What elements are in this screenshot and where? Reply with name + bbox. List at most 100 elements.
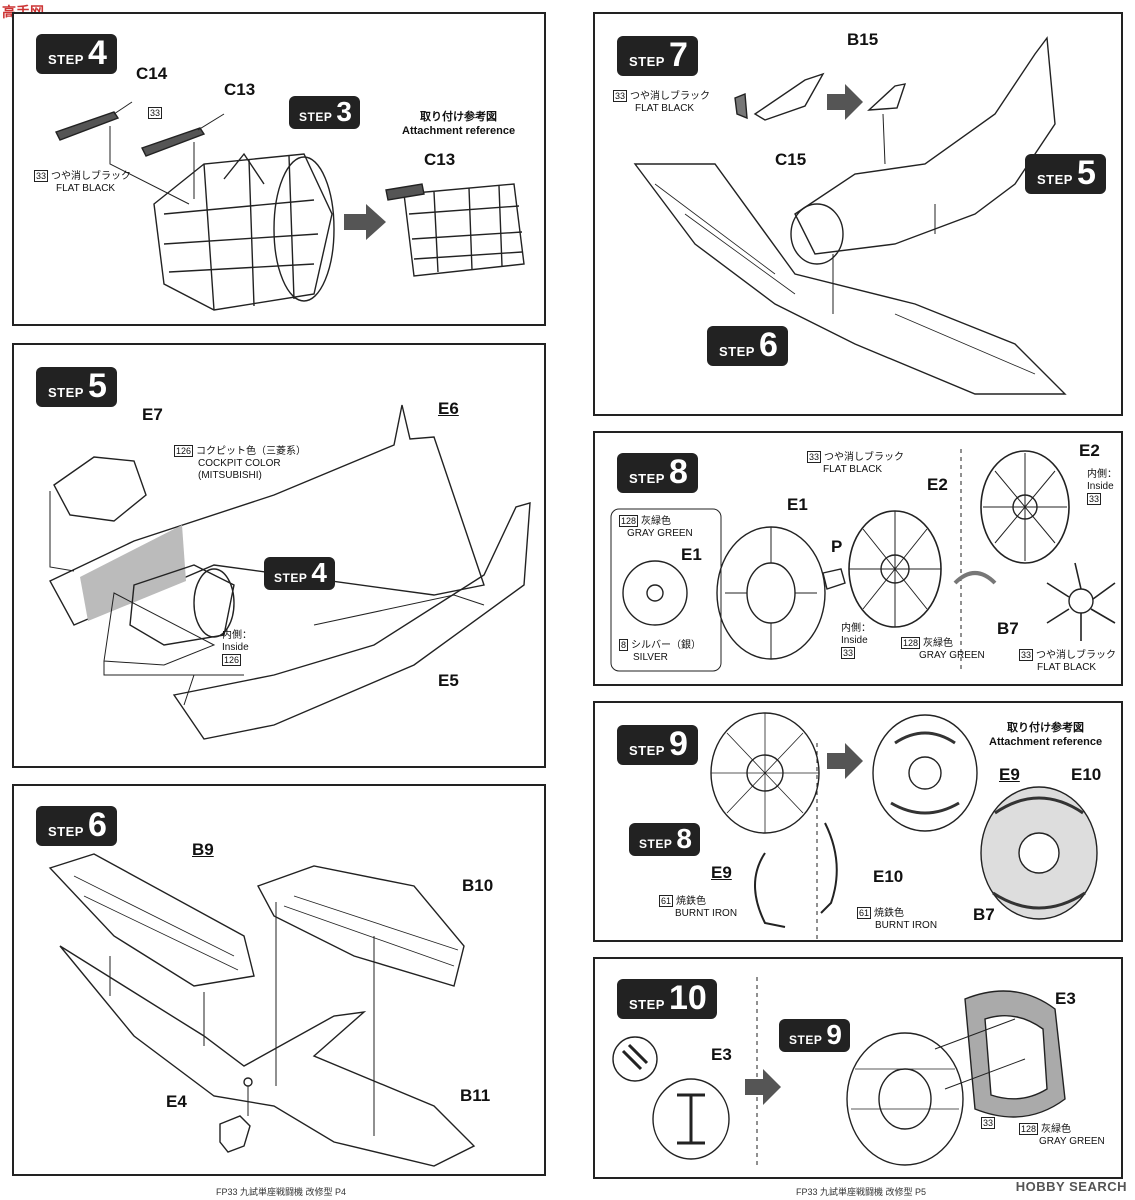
- inside-note-2: 内側： Inside 33: [1087, 469, 1117, 506]
- ref-jp: 取り付け参考図: [420, 111, 498, 123]
- color-code-number: 126: [222, 654, 242, 666]
- step6-drawing: [48, 853, 476, 1167]
- color-code-number: 128: [901, 637, 921, 649]
- color-code-33: 33: [148, 107, 165, 120]
- part-label-e2: E2: [927, 475, 948, 494]
- step10-drawing: [612, 977, 1066, 1169]
- part-label-b7: B7: [973, 905, 995, 924]
- step-word: STEP: [629, 997, 665, 1012]
- step7-drawing: [633, 36, 1067, 395]
- step-number: 5: [1076, 154, 1096, 192]
- part-label-c14: C14: [136, 64, 168, 83]
- step-number: 4: [87, 34, 107, 72]
- step-number: 5: [87, 367, 107, 405]
- color-code-number: 33: [1019, 649, 1034, 661]
- color-code-number: 33: [34, 170, 49, 182]
- part-label-b11: B11: [460, 1086, 491, 1105]
- part-label-e5: E5: [438, 671, 459, 690]
- note-jp: つや消しブラック: [824, 452, 905, 463]
- part-label-e10-ref: E10: [1071, 765, 1102, 784]
- step7-badge: STEP 7: [617, 36, 698, 76]
- part-label-e6: E6: [438, 399, 459, 418]
- step9-sub-step8-badge: STEP 8: [629, 823, 700, 856]
- step-number: 9: [668, 725, 688, 763]
- part-label-e1: E1: [787, 495, 808, 514]
- note-en: COCKPIT COLOR: [198, 458, 281, 469]
- note-en: GRAY GREEN: [1039, 1136, 1105, 1147]
- part-label-c13: C13: [224, 80, 256, 99]
- step-number: 7: [668, 36, 688, 74]
- step-number: 4: [311, 557, 327, 588]
- step4-sub-step3-badge: STEP 3: [289, 96, 360, 129]
- inside-en: Inside: [222, 642, 249, 653]
- note-en: SILVER: [633, 652, 668, 663]
- ref-en: Attachment reference: [402, 125, 516, 137]
- step-word: STEP: [629, 54, 665, 69]
- step-word: STEP: [629, 743, 665, 758]
- color-code-number: 61: [857, 907, 872, 919]
- footer-page5: FP33 九試単座戦闘機 改修型 P5: [796, 1187, 927, 1197]
- ref-en: Attachment reference: [989, 736, 1103, 748]
- step9-panel: STEP 9 取り付け参考図 Attachment reference E9 E…: [593, 701, 1123, 942]
- attachment-reference-label: 取り付け参考図 Attachment reference: [402, 110, 515, 138]
- inside-jp: 内側：: [222, 630, 252, 641]
- color-code-number: 128: [1019, 1123, 1039, 1135]
- part-label-e9-ref: E9: [999, 765, 1020, 784]
- inside-note: 内側： Inside 126: [222, 630, 252, 667]
- inside-note: 内側： Inside 33: [841, 623, 871, 660]
- step-number: 9: [826, 1019, 842, 1050]
- part-label-p: P: [831, 537, 843, 556]
- step8-badge: STEP 8: [617, 453, 698, 493]
- step-number: 6: [758, 326, 778, 364]
- color-code-number: 33: [981, 1117, 996, 1129]
- step-number: 10: [668, 979, 707, 1017]
- color-code-number: 33: [148, 107, 163, 119]
- step-word: STEP: [629, 471, 665, 486]
- step10-sub-step9-badge: STEP 9: [779, 1019, 850, 1052]
- note-en: BURNT IRON: [675, 908, 738, 919]
- part-label-e3-left: E3: [711, 1045, 732, 1064]
- step9-badge: STEP 9: [617, 725, 698, 765]
- step5-drawing: [49, 404, 531, 740]
- part-label-b15: B15: [847, 30, 879, 49]
- part-label-b7: B7: [997, 619, 1019, 638]
- step-word: STEP: [48, 52, 84, 67]
- note-en: FLAT BLACK: [1037, 662, 1097, 673]
- color-code-number: 33: [1087, 493, 1102, 505]
- part-label-e10: E10: [873, 867, 904, 886]
- step-word: STEP: [789, 1033, 823, 1047]
- note-jp: 焼鉄色: [874, 908, 905, 919]
- step-word: STEP: [1037, 172, 1073, 187]
- note-en: GRAY GREEN: [627, 528, 693, 539]
- step5-sub-step4-badge: STEP 4: [264, 557, 335, 590]
- color-code-33: 33: [981, 1117, 998, 1130]
- inside-jp: 内側：: [841, 623, 871, 634]
- step6-panel: STEP 6 B9 B10 B11 E4: [12, 784, 546, 1176]
- inside-en: Inside: [841, 635, 868, 646]
- step8-drawing: [610, 449, 1116, 673]
- color-code-number: 8: [619, 639, 629, 651]
- color-code-number: 126: [174, 445, 194, 457]
- note-en: BURNT IRON: [875, 920, 938, 931]
- step-word: STEP: [299, 110, 333, 124]
- step-word: STEP: [48, 824, 84, 839]
- note-jp: つや消しブラック: [1036, 650, 1117, 661]
- step-word: STEP: [274, 571, 308, 585]
- step-number: 3: [336, 96, 352, 127]
- step-number: 6: [87, 806, 107, 844]
- step10-badge: STEP 10: [617, 979, 717, 1019]
- part-label-b10: B10: [462, 876, 494, 895]
